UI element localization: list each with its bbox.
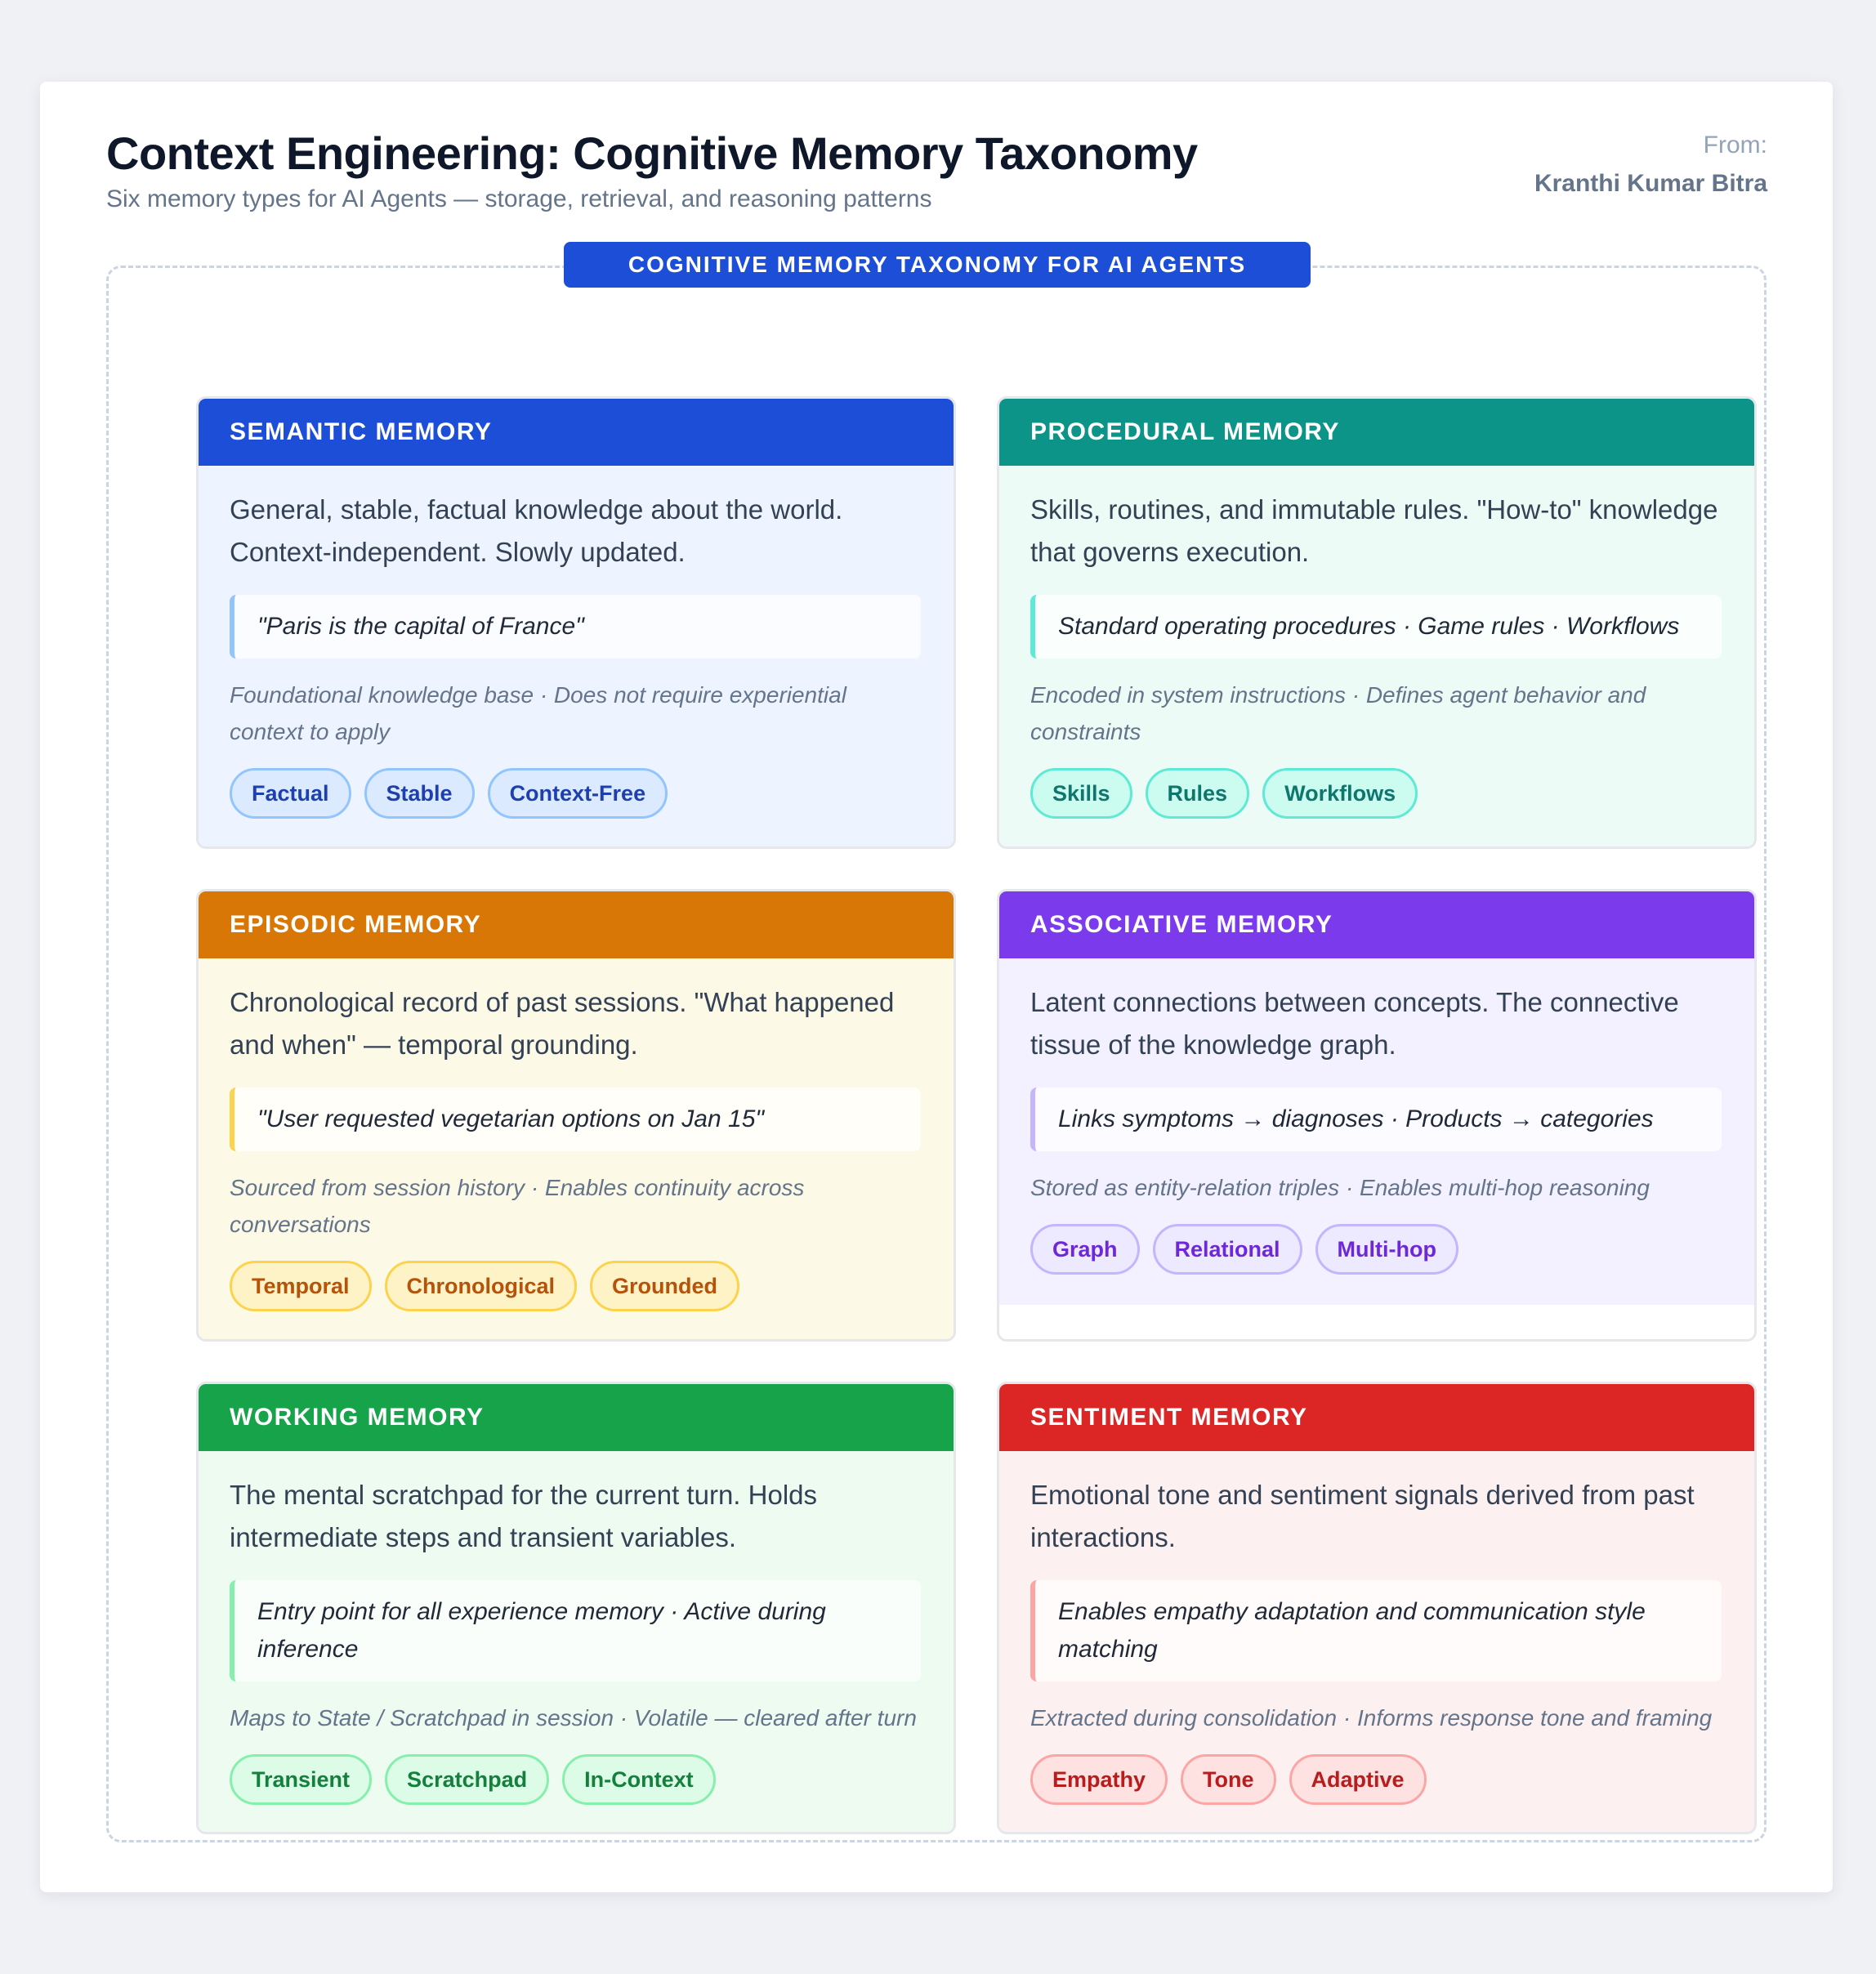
- tag-rules: Rules: [1145, 768, 1250, 819]
- infographic-sheet: Context Engineering: Cognitive Memory Ta…: [40, 82, 1833, 1892]
- card-semantic-memory: SEMANTIC MEMORY General, stable, factual…: [196, 396, 956, 849]
- tag-tone: Tone: [1181, 1754, 1276, 1805]
- card-tags: Temporal Chronological Grounded: [230, 1261, 954, 1311]
- tag-multi-hop: Multi-hop: [1315, 1224, 1458, 1275]
- card-procedural-memory: PROCEDURAL MEMORY Skills, routines, and …: [997, 396, 1757, 849]
- card-example: Enables empathy adaptation and communica…: [1030, 1580, 1722, 1681]
- card-tags: Graph Relational Multi-hop: [1030, 1224, 1754, 1275]
- card-example: Entry point for all experience memory · …: [230, 1580, 921, 1681]
- tag-adaptive: Adaptive: [1289, 1754, 1427, 1805]
- card-sentiment-memory: SENTIMENT MEMORY Emotional tone and sent…: [997, 1382, 1757, 1834]
- card-description: The mental scratchpad for the current tu…: [230, 1480, 818, 1552]
- card-description: Emotional tone and sentiment signals der…: [1030, 1480, 1695, 1552]
- card-body: The mental scratchpad for the current tu…: [199, 1451, 954, 1832]
- taxonomy-frame-label: COGNITIVE MEMORY TAXONOMY FOR AI AGENTS: [564, 242, 1311, 288]
- card-associative-memory: ASSOCIATIVE MEMORY Latent connections be…: [997, 889, 1757, 1342]
- card-title: ASSOCIATIVE MEMORY: [999, 891, 1754, 958]
- page-title: Context Engineering: Cognitive Memory Ta…: [106, 127, 1198, 179]
- from-label: From:: [1703, 132, 1767, 159]
- card-note: Sourced from session history · Enables c…: [230, 1175, 805, 1237]
- card-tags: Empathy Tone Adaptive: [1030, 1754, 1754, 1805]
- tag-skills: Skills: [1030, 768, 1132, 819]
- card-tags: Transient Scratchpad In-Context: [230, 1754, 954, 1805]
- card-example: "User requested vegetarian options on Ja…: [230, 1087, 921, 1151]
- author-name: Kranthi Kumar Bitra: [1534, 170, 1767, 197]
- tag-chronological: Chronological: [384, 1261, 578, 1311]
- card-title: EPISODIC MEMORY: [199, 891, 954, 958]
- card-body: Emotional tone and sentiment signals der…: [999, 1451, 1754, 1832]
- card-example: Standard operating procedures · Game rul…: [1030, 595, 1722, 659]
- card-note: Stored as entity-relation triples · Enab…: [1030, 1175, 1650, 1200]
- card-example: Links symptoms → diagnoses · Products → …: [1030, 1087, 1722, 1151]
- card-description: Skills, routines, and immutable rules. "…: [1030, 494, 1718, 567]
- tag-in-context: In-Context: [562, 1754, 716, 1805]
- tag-temporal: Temporal: [230, 1261, 372, 1311]
- page-subtitle: Six memory types for AI Agents — storage…: [106, 185, 932, 212]
- tag-factual: Factual: [230, 768, 351, 819]
- card-body: Skills, routines, and immutable rules. "…: [999, 466, 1754, 846]
- tag-graph: Graph: [1030, 1224, 1140, 1275]
- tag-context-free: Context-Free: [487, 768, 668, 819]
- tag-relational: Relational: [1152, 1224, 1302, 1275]
- card-episodic-memory: EPISODIC MEMORY Chronological record of …: [196, 889, 956, 1342]
- tag-scratchpad: Scratchpad: [385, 1754, 550, 1805]
- card-note: Encoded in system instructions · Defines…: [1030, 682, 1646, 744]
- tag-transient: Transient: [230, 1754, 373, 1805]
- tag-stable: Stable: [364, 768, 475, 819]
- tag-grounded: Grounded: [590, 1261, 740, 1311]
- card-body: Latent connections between concepts. The…: [999, 958, 1754, 1305]
- card-title: SEMANTIC MEMORY: [199, 399, 954, 466]
- card-note: Maps to State / Scratchpad in session · …: [230, 1705, 917, 1731]
- card-tags: Skills Rules Workflows: [1030, 768, 1754, 819]
- card-note: Foundational knowledge base · Does not r…: [230, 682, 846, 744]
- tag-workflows: Workflows: [1262, 768, 1418, 819]
- tag-empathy: Empathy: [1030, 1754, 1168, 1805]
- card-title: WORKING MEMORY: [199, 1384, 954, 1451]
- card-description: Latent connections between concepts. The…: [1030, 987, 1679, 1060]
- card-tags: Factual Stable Context-Free: [230, 768, 954, 819]
- card-note: Extracted during consolidation · Informs…: [1030, 1705, 1713, 1731]
- card-body: Chronological record of past sessions. "…: [199, 958, 954, 1339]
- card-example: "Paris is the capital of France": [230, 595, 921, 659]
- card-title: SENTIMENT MEMORY: [999, 1384, 1754, 1451]
- card-description: Chronological record of past sessions. "…: [230, 987, 895, 1060]
- card-description: General, stable, factual knowledge about…: [230, 494, 843, 567]
- card-body: General, stable, factual knowledge about…: [199, 466, 954, 846]
- card-working-memory: WORKING MEMORY The mental scratchpad for…: [196, 1382, 956, 1834]
- card-title: PROCEDURAL MEMORY: [999, 399, 1754, 466]
